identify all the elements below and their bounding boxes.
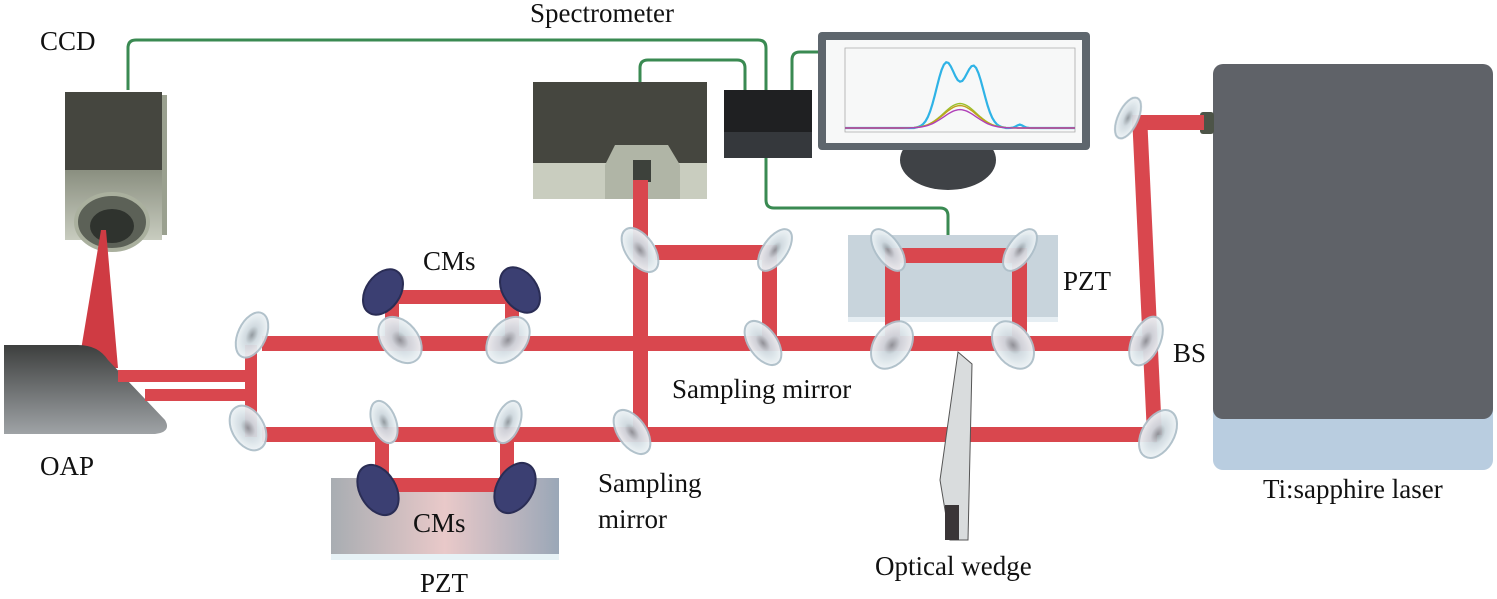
label-sampling-mirror-2-line2: mirror [598,504,667,534]
beam [145,389,255,401]
spectrometer-port [633,160,651,182]
ccd-side [162,95,167,235]
plot-axes [844,47,1076,133]
chirped-mirrors [349,260,549,523]
chirped-mirror[interactable] [349,458,407,523]
spectrometer-cable [638,58,747,90]
mirror[interactable] [369,309,430,372]
label-laser: Ti:sapphire laser [1263,474,1443,504]
plot-series-line [845,108,1075,129]
laser-top [1213,64,1493,419]
mirror[interactable] [996,223,1043,276]
controller-box[interactable] [724,90,812,158]
wedge-base [945,505,959,540]
mirror[interactable] [751,223,798,276]
label-bs: BS [1173,338,1206,368]
monitor[interactable] [818,32,1090,190]
oap-mirror[interactable] [4,345,168,434]
beam [375,478,514,492]
controller-front [724,132,812,158]
label-optical-wedge: Optical wedge [875,551,1032,581]
mirror[interactable] [1110,94,1147,142]
pzt-cable [764,155,950,236]
beam [1012,248,1027,343]
label-pzt-bottom: PZT [420,568,469,598]
label-cms-top: CMs [423,246,476,276]
mirror[interactable] [229,307,275,362]
monitor-spectrum-plot [844,47,1076,133]
sampling-mirror-1[interactable] [737,314,789,371]
beam [655,245,770,260]
pzt-plate-bottom-edge [331,554,559,560]
mirror[interactable] [862,313,921,376]
chirped-mirror[interactable] [486,456,544,521]
beam-splitter[interactable] [1122,312,1169,371]
label-pzt-right: PZT [1063,266,1112,296]
mirror[interactable] [489,397,527,447]
beam [385,290,515,304]
ccd-cable [126,38,768,90]
mirror[interactable] [477,309,538,372]
mirror[interactable] [864,223,911,276]
beam [885,248,1025,263]
label-sampling-mirror-2-line1: Sampling [598,468,702,498]
chirped-mirror[interactable] [492,260,549,320]
label-spectrometer: Spectrometer [530,0,674,28]
label-cms-bottom: CMs [413,508,466,538]
mirror[interactable] [365,397,403,447]
label-oap: OAP [40,451,94,481]
labels: CCD Spectrometer CMs CMs PZT PZT BS OAP … [40,0,1443,598]
mirror[interactable] [222,399,274,457]
spectrometer[interactable] [533,82,707,199]
beam [1132,115,1162,435]
controller-top [724,90,812,132]
optical-wedge[interactable] [939,351,973,541]
mirrors [222,94,1185,464]
monitor-screen [826,40,1082,143]
mirror[interactable] [1131,403,1185,464]
mirror[interactable] [983,313,1042,376]
sampling-mirror-2[interactable] [606,403,658,460]
mirror[interactable] [614,221,666,278]
ccd-lens-inner [90,209,134,243]
cables [126,38,950,236]
ccd-top [65,92,162,170]
pzt-plate-right-edge [848,317,1058,322]
chirped-mirror[interactable] [355,262,412,322]
focused-beam-cone [78,230,118,368]
label-ccd: CCD [40,26,96,56]
monitor-cable [790,50,820,90]
ti-sapphire-laser[interactable] [1200,64,1493,470]
beam [1132,115,1204,130]
beam [118,370,248,382]
beam [262,427,1157,442]
beam [262,336,1147,351]
ccd-camera[interactable] [65,92,167,252]
label-sampling-mirror-1: Sampling mirror [672,374,851,404]
beam [633,180,648,435]
